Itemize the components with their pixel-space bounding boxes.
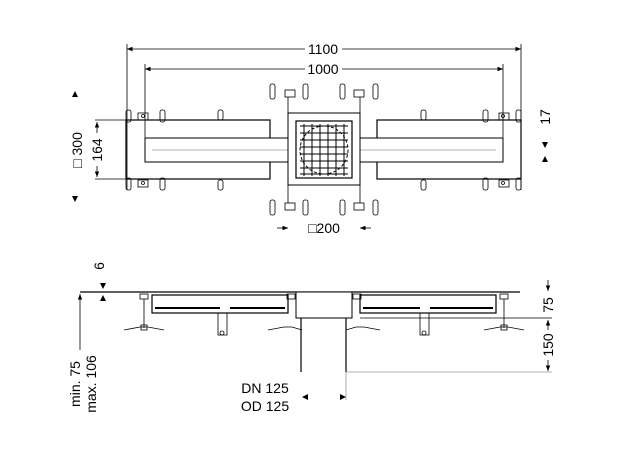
dimension-1000: 1000	[144, 61, 504, 140]
dimension-17: 17	[537, 109, 553, 162]
dimension-1100: 1100	[126, 41, 522, 190]
right-channel-section	[359, 294, 497, 314]
outlet-od-label: OD 125	[241, 398, 289, 414]
dimension-label-channel-width: 164	[89, 138, 105, 162]
dimension-label-grate-size: □200	[308, 220, 340, 236]
dimension-label-height-min: min. 75	[67, 361, 83, 407]
dimension-label-overall-width: □ 300	[69, 132, 85, 168]
dimension-label-height-max: max. 106	[83, 355, 99, 413]
dimension-label-edge-height: 17	[537, 109, 553, 125]
dimension-75: 75	[360, 280, 556, 319]
dimension-label-channel-depth: 75	[540, 297, 556, 313]
left-channel-section	[151, 294, 289, 314]
dimension-outlet: DN 125 OD 125	[241, 372, 347, 414]
dimension-label-top-offset: 6	[91, 262, 107, 270]
outlet-box	[295, 291, 353, 319]
dimension-label-channel-length: 1000	[307, 61, 338, 77]
plan-view: 1100 1000	[69, 41, 553, 236]
dimension-300: □ 300	[69, 91, 85, 202]
outlet-dn-label: DN 125	[241, 380, 289, 396]
section-feet	[123, 293, 525, 336]
grate-pattern	[299, 124, 349, 176]
dimension-164: 164	[89, 119, 126, 180]
grate	[295, 120, 353, 179]
section-view: 6 min. 75 max. 106 75 150 DN 125 OD 125	[67, 262, 556, 414]
dimension-label-outlet-depth: 150	[540, 333, 556, 357]
dimension-label-overall-length: 1100	[308, 41, 338, 57]
dimension-200: □200	[277, 220, 371, 236]
dimension-height: min. 75 max. 106	[67, 294, 99, 413]
mounting-feet	[125, 83, 522, 216]
dimension-150: 150	[346, 320, 556, 373]
dimension-6: 6	[91, 262, 150, 301]
